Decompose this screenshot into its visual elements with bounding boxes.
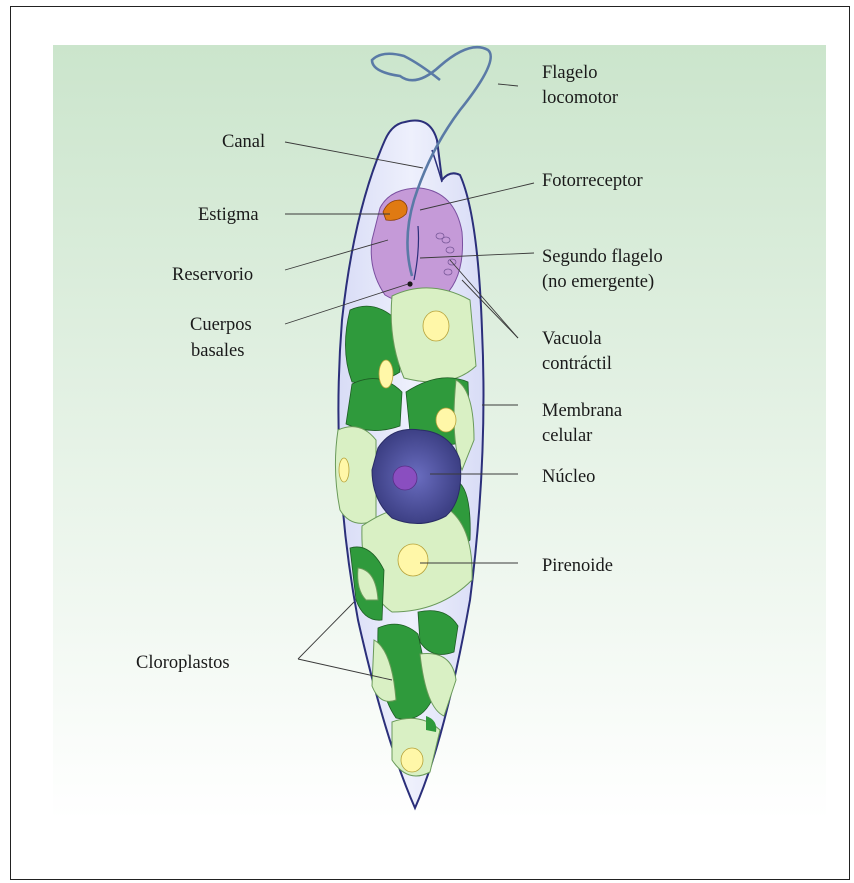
label-segundo-flagelo-2: (no emergente) bbox=[542, 272, 654, 292]
nucleus bbox=[372, 429, 461, 523]
label-pirenoide: Pirenoide bbox=[542, 556, 613, 576]
label-reservorio: Reservorio bbox=[172, 265, 253, 285]
reservoir bbox=[371, 188, 462, 304]
label-vacuola-2: contráctil bbox=[542, 354, 612, 374]
label-cuerpos-basales-1: Cuerpos bbox=[190, 315, 252, 335]
label-fotorreceptor: Fotorreceptor bbox=[542, 171, 643, 191]
label-cloroplastos: Cloroplastos bbox=[136, 653, 230, 673]
label-vacuola-1: Vacuola bbox=[542, 329, 602, 349]
label-nucleo: Núcleo bbox=[542, 467, 595, 487]
basal-body bbox=[407, 281, 412, 286]
label-canal: Canal bbox=[222, 132, 265, 152]
label-flagelo-locomotor-1: Flagelo bbox=[542, 63, 598, 83]
label-segundo-flagelo-1: Segundo flagelo bbox=[542, 247, 663, 267]
label-cuerpos-basales-2: basales bbox=[191, 341, 244, 361]
label-estigma: Estigma bbox=[198, 205, 259, 225]
label-membrana-2: celular bbox=[542, 426, 592, 446]
label-membrana-1: Membrana bbox=[542, 401, 622, 421]
nucleolus bbox=[393, 466, 417, 490]
label-flagelo-locomotor-2: locomotor bbox=[542, 88, 618, 108]
